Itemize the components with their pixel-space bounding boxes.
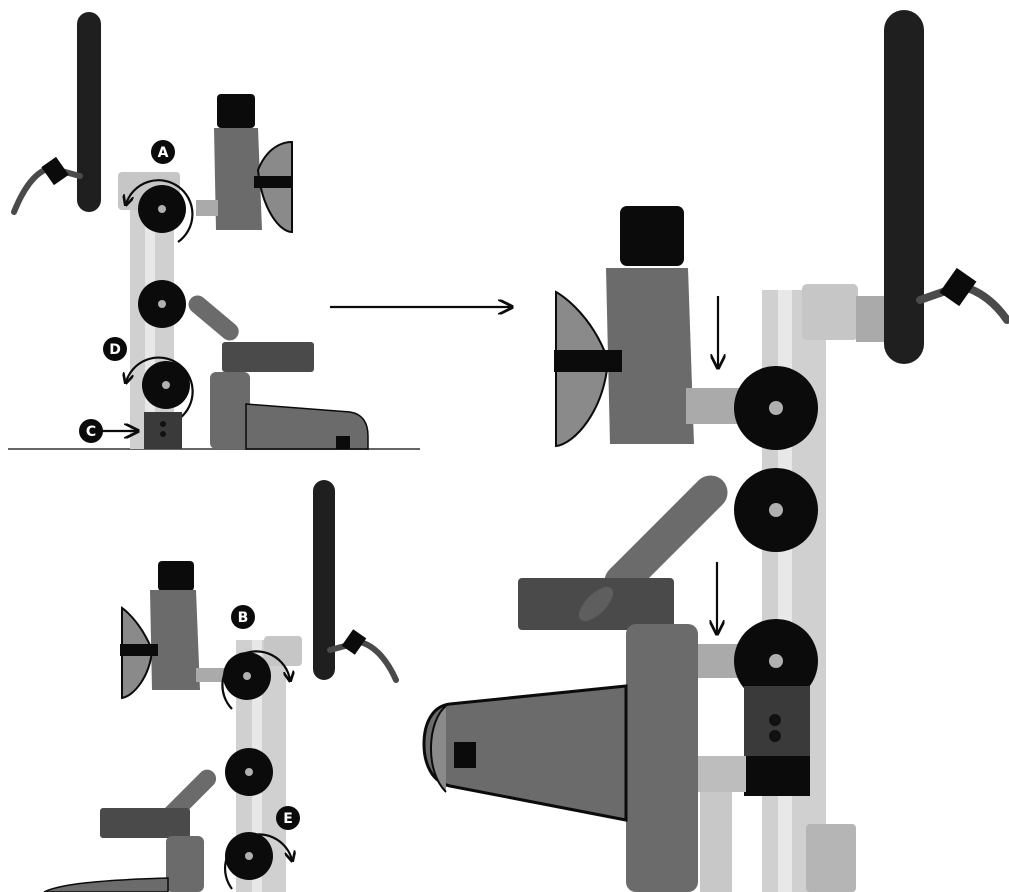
- callout-b: B: [231, 605, 255, 629]
- head-cap: [620, 206, 684, 266]
- head-body: [150, 590, 200, 690]
- svg-text:A: A: [158, 145, 169, 161]
- pole: [313, 480, 335, 680]
- svg-text:C: C: [86, 424, 96, 440]
- arm-pad: [100, 808, 190, 838]
- base-post: [626, 624, 698, 892]
- pole: [77, 12, 101, 212]
- head-cap: [158, 561, 194, 591]
- callout-a: A: [151, 140, 175, 164]
- callout-d: D: [103, 337, 127, 361]
- head-cap: [217, 94, 255, 128]
- svg-text:E: E: [283, 811, 293, 827]
- svg-text:D: D: [109, 342, 121, 358]
- callout-c: C: [79, 419, 103, 443]
- panel-bottom-left: B E: [43, 480, 399, 892]
- head-body: [606, 268, 694, 444]
- callout-e: E: [276, 806, 300, 830]
- rotate-counterclockwise-icon: [126, 179, 194, 243]
- lever: [327, 638, 399, 683]
- rotate-counterclockwise-icon: [126, 356, 194, 419]
- panel-top-left: A D C: [8, 12, 420, 450]
- rotate-clockwise-icon: [221, 650, 290, 710]
- lock-block: [144, 412, 182, 449]
- svg-text:B: B: [238, 610, 249, 626]
- head-body: [214, 128, 262, 230]
- rotate-clockwise-icon: [224, 833, 292, 890]
- pole: [884, 10, 924, 364]
- arm-pad: [222, 342, 314, 372]
- panel-right: [422, 10, 1009, 892]
